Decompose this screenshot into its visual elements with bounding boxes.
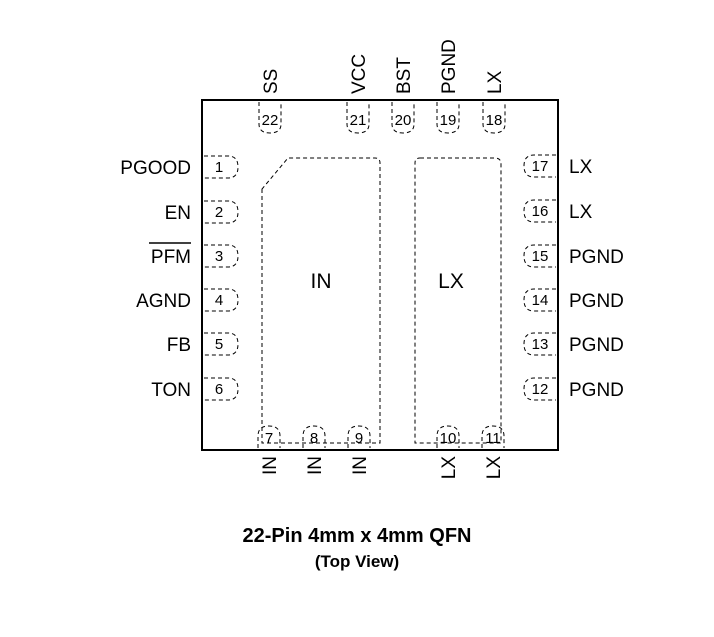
pin-name: PGOOD — [120, 158, 191, 179]
pin-name: PGND — [569, 291, 624, 312]
pin-name: BST — [394, 57, 415, 94]
pin-outline — [523, 288, 556, 312]
pin-number: 9 — [355, 430, 363, 447]
pin-number: 2 — [215, 204, 223, 221]
pin-left-5: 6 TON — [151, 377, 239, 401]
pin-name: TON — [151, 380, 191, 401]
pad-label-lx: LX — [438, 270, 464, 293]
pin-number: 11 — [485, 430, 501, 447]
pin-name: VCC — [349, 54, 370, 94]
package-outline — [201, 99, 559, 451]
pin-number: 21 — [350, 112, 367, 129]
pin-name: LX — [484, 456, 505, 480]
pin-outline — [258, 102, 282, 134]
caption-subtitle: (Top View) — [314, 552, 400, 571]
pin-bottom-0: 7IN — [257, 425, 281, 475]
pin-outline — [523, 377, 556, 401]
pin-outline — [523, 199, 556, 223]
pin-right-5: 17 LX — [523, 154, 593, 178]
pin-name: PGND — [569, 335, 624, 356]
pin-outline — [523, 332, 556, 356]
pin-name: EN — [165, 203, 191, 224]
pin-left-0: 1 PGOOD — [120, 155, 239, 179]
exposed-pad-lx — [414, 157, 502, 444]
pin-top-1: 19 PGND — [436, 39, 460, 134]
pin-name: FB — [167, 335, 191, 356]
pin-number: 22 — [262, 112, 279, 129]
pin-number: 5 — [215, 336, 223, 353]
pin-number: 16 — [532, 203, 549, 220]
pin-outline — [482, 102, 506, 134]
pin-number: 18 — [486, 112, 503, 129]
pin-number: 4 — [215, 292, 223, 309]
pin-number: 10 — [440, 430, 457, 447]
pin-number: 6 — [215, 381, 223, 398]
pin-name: PGND — [439, 39, 460, 94]
pin-name: PFM — [151, 247, 191, 268]
pin-left-4: 5 FB — [167, 332, 239, 356]
pin-outline — [257, 425, 281, 448]
pin-number: 14 — [532, 292, 549, 309]
pin-right-1: 13 PGND — [523, 332, 624, 356]
pin-right-4: 16 LX — [523, 199, 593, 223]
pin-name: PGND — [569, 247, 624, 268]
pin-number: 3 — [215, 248, 223, 265]
pin-outline — [436, 102, 460, 134]
pin-outline — [481, 425, 505, 448]
pin-outline — [391, 102, 415, 134]
pin-outline — [523, 154, 556, 178]
pin-top-3: 21 VCC — [346, 54, 370, 134]
pin-outline — [347, 425, 371, 448]
pin-number: 17 — [532, 158, 549, 175]
exposed-pad-in — [261, 157, 381, 444]
pin-name: SS — [261, 69, 282, 94]
pin-bottom-2: 9IN — [347, 425, 371, 475]
pin-left-2: 3 PFM — [151, 244, 239, 268]
pin-name: LX — [569, 157, 593, 178]
pin-name: IN — [350, 456, 371, 475]
pin-number: 12 — [532, 381, 549, 398]
pad-label-in: IN — [311, 270, 332, 293]
pin-name: AGND — [136, 291, 191, 312]
pin-name: PGND — [569, 380, 624, 401]
pin-name: IN — [260, 456, 281, 475]
pin-outline — [436, 425, 460, 448]
pin-number: 8 — [310, 430, 318, 447]
pin-number: 1 — [215, 159, 223, 176]
pin-outline — [302, 425, 326, 448]
pin-left-3: 4 AGND — [136, 288, 239, 312]
pin-number: 15 — [532, 248, 549, 265]
pin-left-1: 2 EN — [165, 200, 239, 224]
pin-right-3: 15 PGND — [523, 244, 624, 268]
pin-top-0: 18 LX — [482, 70, 506, 134]
pin-right-0: 12 PGND — [523, 377, 624, 401]
pin-name: IN — [305, 456, 326, 475]
pin-outline — [523, 244, 556, 268]
pin-name: LX — [485, 70, 506, 94]
pin-number: 13 — [532, 336, 549, 353]
caption-title: 22-Pin 4mm x 4mm QFN — [242, 525, 472, 547]
pin-name: LX — [569, 202, 593, 223]
pin-top-4: 22 SS — [258, 69, 282, 134]
pin-right-2: 14 PGND — [523, 288, 624, 312]
pin-number: 20 — [395, 112, 412, 129]
pin-number: 19 — [440, 112, 457, 129]
pin-number: 7 — [265, 430, 273, 447]
pin-outline — [346, 102, 370, 134]
pin-bottom-1: 8IN — [302, 425, 326, 475]
pin-name: LX — [439, 456, 460, 480]
pin-top-2: 20 BST — [391, 57, 415, 134]
